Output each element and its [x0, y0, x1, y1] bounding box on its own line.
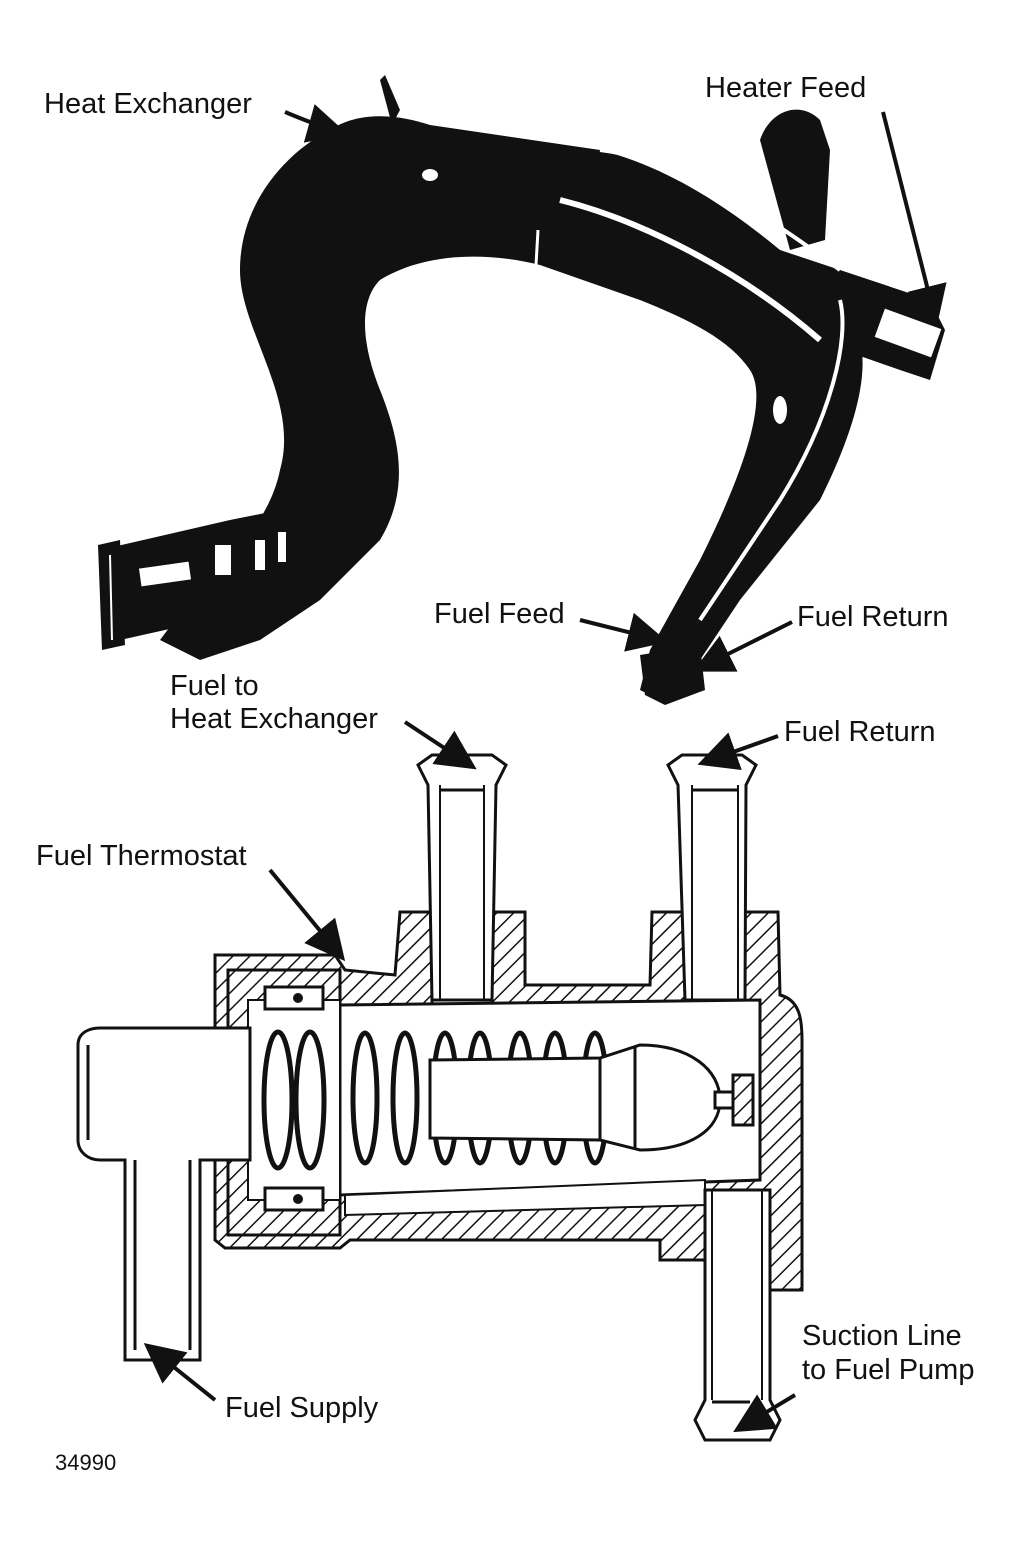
- fuel-return-top-label: Fuel Return: [797, 601, 949, 633]
- fuel-to-hx-label-line1: Fuel to: [170, 670, 259, 702]
- fuel-to-hx-label-line2: Heat Exchanger: [170, 703, 378, 735]
- suction-line-label-line1: Suction Line: [802, 1320, 962, 1352]
- leader-heater-feed: [881, 111, 947, 326]
- fuel-thermostat-label: Fuel Thermostat: [36, 840, 247, 872]
- leader-fuel-feed: [579, 612, 668, 652]
- leader-fuel-thermostat: [268, 868, 346, 962]
- leader-fuel-to-hx: [403, 720, 477, 770]
- heat-exchanger-label: Heat Exchanger: [44, 88, 252, 120]
- leader-lines: [143, 104, 947, 1433]
- leader-fuel-return-bottom: [697, 732, 779, 771]
- fuel-thermostat-cross-section: [76, 753, 804, 1442]
- heat-exchanger-illustration: [98, 75, 945, 705]
- heater-feed-label: Heater Feed: [705, 72, 867, 104]
- leader-fuel-return-top: [692, 620, 793, 672]
- fuel-return-bottom-label: Fuel Return: [784, 716, 936, 748]
- leader-suction-line: [733, 1393, 797, 1433]
- suction-line-label-line2: to Fuel Pump: [802, 1354, 975, 1386]
- figure-number: 34990: [55, 1450, 117, 1475]
- fuel-feed-label: Fuel Feed: [434, 598, 565, 630]
- fuel-supply-label: Fuel Supply: [225, 1392, 379, 1424]
- leader-heat-exchanger: [284, 104, 348, 143]
- leader-fuel-supply: [143, 1343, 217, 1402]
